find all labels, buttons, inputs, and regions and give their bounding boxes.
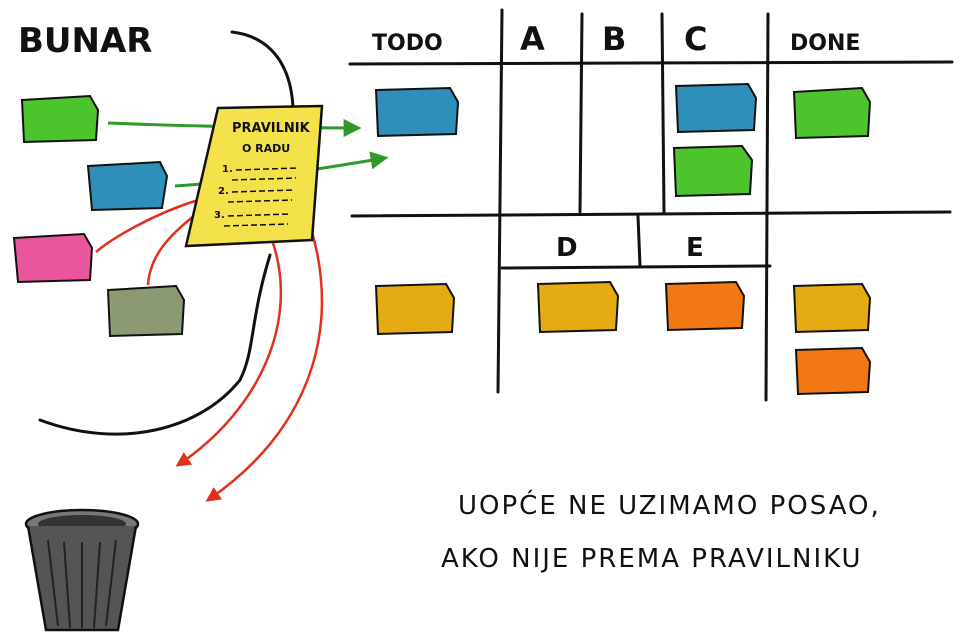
sticky-note-c-top-2 <box>672 144 754 198</box>
caption-line-1: UOPĆE NE UZIMAMO POSAO, <box>458 489 881 521</box>
policy-item-number: 1. <box>222 164 233 175</box>
backlog-boundary-curve <box>38 253 272 436</box>
column-header-todo: TODO <box>372 31 443 56</box>
sticky-note-done-top <box>792 86 872 140</box>
policy-text-lines <box>223 167 299 227</box>
kanban-board-grid <box>348 8 954 402</box>
rejected-arrow <box>205 231 324 502</box>
sticky-note-c-top-1 <box>674 82 758 134</box>
board-notes <box>374 82 872 396</box>
sticky-note-todo-bottom <box>374 282 456 336</box>
backlog-title: BUNAR <box>18 21 152 61</box>
policy-item-number: 3. <box>214 210 225 221</box>
trash-can-icon <box>24 508 140 632</box>
sticky-note <box>20 94 100 144</box>
backlog-notes <box>12 94 186 338</box>
sticky-note-e-bottom <box>664 280 746 332</box>
sticky-note-todo-top <box>374 86 460 138</box>
sticky-note <box>86 160 169 212</box>
column-header-c: C <box>684 20 707 58</box>
policy-title-line1: PRAVILNIK <box>232 121 311 136</box>
policy-document: PRAVILNIK O RADU 1. 2. 3. <box>184 104 324 248</box>
sticky-note <box>12 232 94 284</box>
sticky-note <box>106 284 186 338</box>
sticky-note-d-bottom <box>536 280 620 334</box>
column-header-done: DONE <box>790 31 860 56</box>
caption-line-2: AKO NIJE PREMA PRAVILNIKU <box>441 544 863 574</box>
rejected-arrow <box>95 198 199 253</box>
column-header-b: B <box>602 20 626 58</box>
sticky-note-done-bottom-1 <box>792 282 872 334</box>
column-header-e: E <box>686 233 704 263</box>
rejected-arrow <box>146 214 196 286</box>
column-header-a: A <box>520 20 545 58</box>
rejected-arrow <box>175 239 283 467</box>
sticky-note-done-bottom-2 <box>794 346 872 396</box>
column-header-d: D <box>556 233 578 263</box>
policy-title-line2: O RADU <box>242 142 290 155</box>
policy-item-number: 2. <box>218 186 229 197</box>
